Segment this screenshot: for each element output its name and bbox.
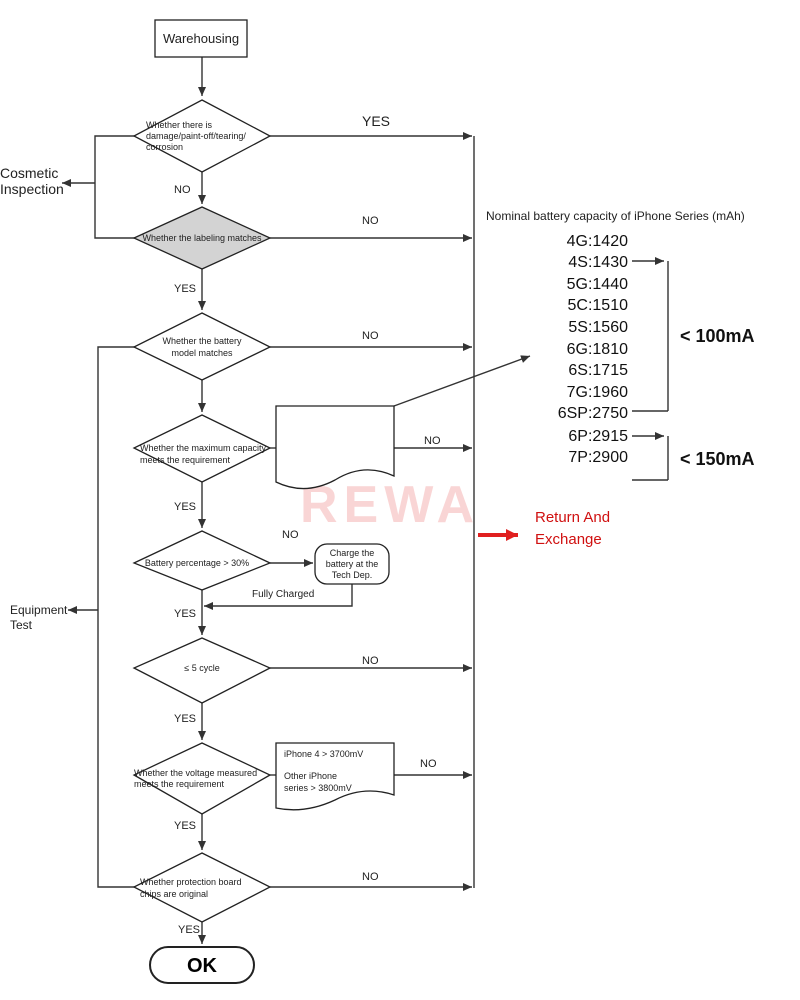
rewa-watermark: REWA bbox=[298, 457, 480, 534]
equipment-loop-line bbox=[97, 346, 135, 888]
group-150-label: < 150mA bbox=[680, 449, 755, 469]
label-yes-damage: YES bbox=[362, 113, 390, 129]
voltage-decision bbox=[132, 742, 272, 815]
cycle-text: ≤ 5 cycle bbox=[184, 663, 219, 673]
voltage-note-2: Other iPhone bbox=[284, 771, 337, 781]
capacity-row: 4G:1420 bbox=[567, 233, 628, 250]
damage-text-2: damage/paint-off/tearing/ bbox=[146, 131, 246, 141]
cosmetic-label-1: Cosmetic bbox=[0, 165, 58, 181]
label-no-damage: NO bbox=[174, 184, 191, 196]
capacity-row: 5C:1510 bbox=[568, 297, 629, 314]
label-no-percentage: NO bbox=[282, 529, 299, 541]
damage-text-3: corrosion bbox=[146, 142, 183, 152]
label-yes-capacity: YES bbox=[174, 501, 196, 513]
return-label-2: Exchange bbox=[535, 531, 602, 548]
capacity-text-1: Whether the maximum capacity bbox=[140, 443, 267, 453]
damage-text-1: Whether there is bbox=[146, 120, 213, 130]
ok-terminator bbox=[149, 946, 255, 984]
damage-decision bbox=[132, 99, 272, 173]
warehousing-label: Warehousing bbox=[163, 31, 239, 46]
label-no-voltage: NO bbox=[420, 758, 437, 770]
voltage-note-1: iPhone 4 > 3700mV bbox=[284, 749, 363, 759]
charge-text-2: battery at the bbox=[326, 559, 379, 569]
equipment-label-1: Equipment bbox=[10, 603, 68, 617]
percentage-text: Battery percentage > 30% bbox=[145, 558, 249, 568]
label-fully-charged: Fully Charged bbox=[252, 589, 314, 600]
protection-text-1: Whether protection board bbox=[140, 877, 242, 887]
capacity-row: 6G:1810 bbox=[567, 341, 628, 358]
cosmetic-loop-line bbox=[94, 135, 135, 239]
charge-box bbox=[314, 543, 390, 585]
label-yes-percentage: YES bbox=[174, 608, 196, 620]
equipment-label-2: Test bbox=[10, 618, 33, 632]
capacity-decision bbox=[132, 414, 272, 483]
warehousing-box bbox=[154, 19, 248, 58]
charge-text-3: Tech Dep. bbox=[332, 570, 373, 580]
protection-decision bbox=[132, 852, 272, 923]
label-no-model: NO bbox=[362, 330, 379, 342]
capacity-row: 6SP:2750 bbox=[558, 405, 628, 422]
capacity-table-title: Nominal battery capacity of iPhone Serie… bbox=[486, 209, 745, 223]
label-yes-labeling: YES bbox=[174, 283, 196, 295]
charge-text-1: Charge the bbox=[330, 548, 375, 558]
group-100-label: < 100mA bbox=[680, 326, 755, 346]
model-decision bbox=[132, 312, 272, 381]
model-text-1: Whether the battery bbox=[162, 336, 242, 346]
label-no-labeling: NO bbox=[362, 215, 379, 227]
voltage-text-1: Whether the voltage measured bbox=[134, 768, 257, 778]
watermark-text: REWA bbox=[300, 476, 480, 534]
capacity-row: 6P:2915 bbox=[568, 428, 628, 445]
cycle-decision bbox=[132, 637, 272, 704]
ok-label: OK bbox=[187, 955, 218, 977]
protection-text-2: chips are original bbox=[140, 889, 208, 899]
return-label-1: Return And bbox=[535, 509, 610, 526]
capacity-row: 5G:1440 bbox=[567, 276, 628, 293]
arrow-fully-charged bbox=[204, 584, 353, 610]
arrow-note-to-capacity-table bbox=[393, 355, 531, 407]
capacity-note-box bbox=[275, 405, 395, 490]
capacity-text-2: meets the requirement bbox=[140, 455, 231, 465]
capacity-row: 7P:2900 bbox=[568, 449, 628, 466]
labeling-text: Whether the labeling matches bbox=[142, 233, 262, 243]
model-text-2: model matches bbox=[171, 348, 233, 358]
capacity-row: 4S:1430 bbox=[568, 254, 628, 271]
label-yes-voltage: YES bbox=[174, 820, 196, 832]
cosmetic-label-2: Inspection bbox=[0, 181, 64, 197]
label-yes-protection: YES bbox=[178, 924, 200, 936]
capacity-row: 5S:1560 bbox=[568, 319, 628, 336]
label-no-cycle: NO bbox=[362, 655, 379, 667]
voltage-text-2: meets the requirement bbox=[134, 779, 225, 789]
percentage-decision bbox=[132, 530, 272, 591]
labeling-decision bbox=[132, 206, 272, 270]
capacity-row: 6S:1715 bbox=[568, 362, 628, 379]
voltage-note-box bbox=[275, 742, 395, 811]
label-no-protection: NO bbox=[362, 871, 379, 883]
label-yes-cycle: YES bbox=[174, 713, 196, 725]
capacity-row: 7G:1960 bbox=[567, 384, 628, 401]
voltage-note-3: series > 3800mV bbox=[284, 783, 352, 793]
label-no-capacity: NO bbox=[424, 435, 441, 447]
capacity-table-rows: 4G:1420 4S:1430 5G:1440 5C:1510 5S:1560 6G:18… bbox=[558, 233, 628, 466]
